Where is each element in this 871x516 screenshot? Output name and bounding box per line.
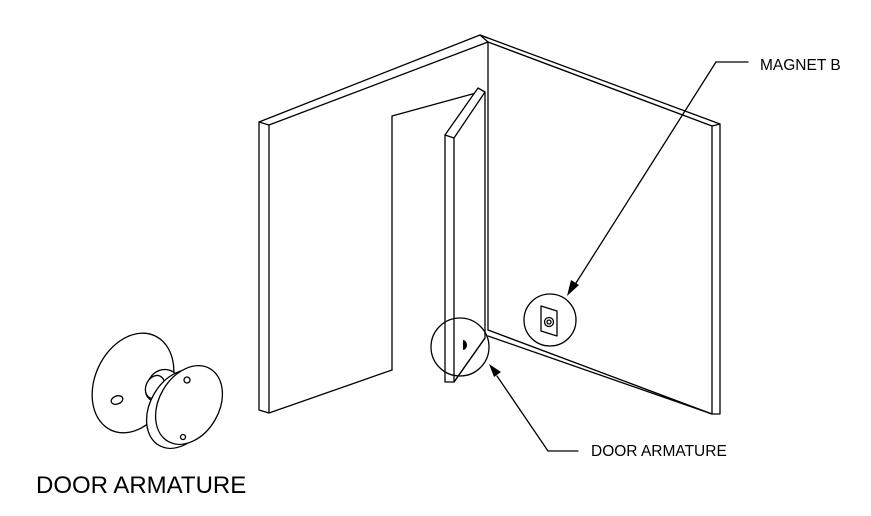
door-leaf: [444, 87, 486, 383]
right-wall: [479, 34, 721, 415]
magnet-detail: [523, 293, 577, 347]
door-armature-callout-label: DOOR ARMATURE: [591, 443, 727, 460]
magnet-label: MAGNET B: [760, 57, 841, 74]
door-armature-title: DOOR ARMATURE: [36, 472, 246, 499]
door-armature-detail: [430, 317, 490, 377]
door-armature-part: [91, 332, 224, 449]
door-armature-leader: [489, 364, 579, 452]
magnet-leader: [567, 61, 749, 296]
